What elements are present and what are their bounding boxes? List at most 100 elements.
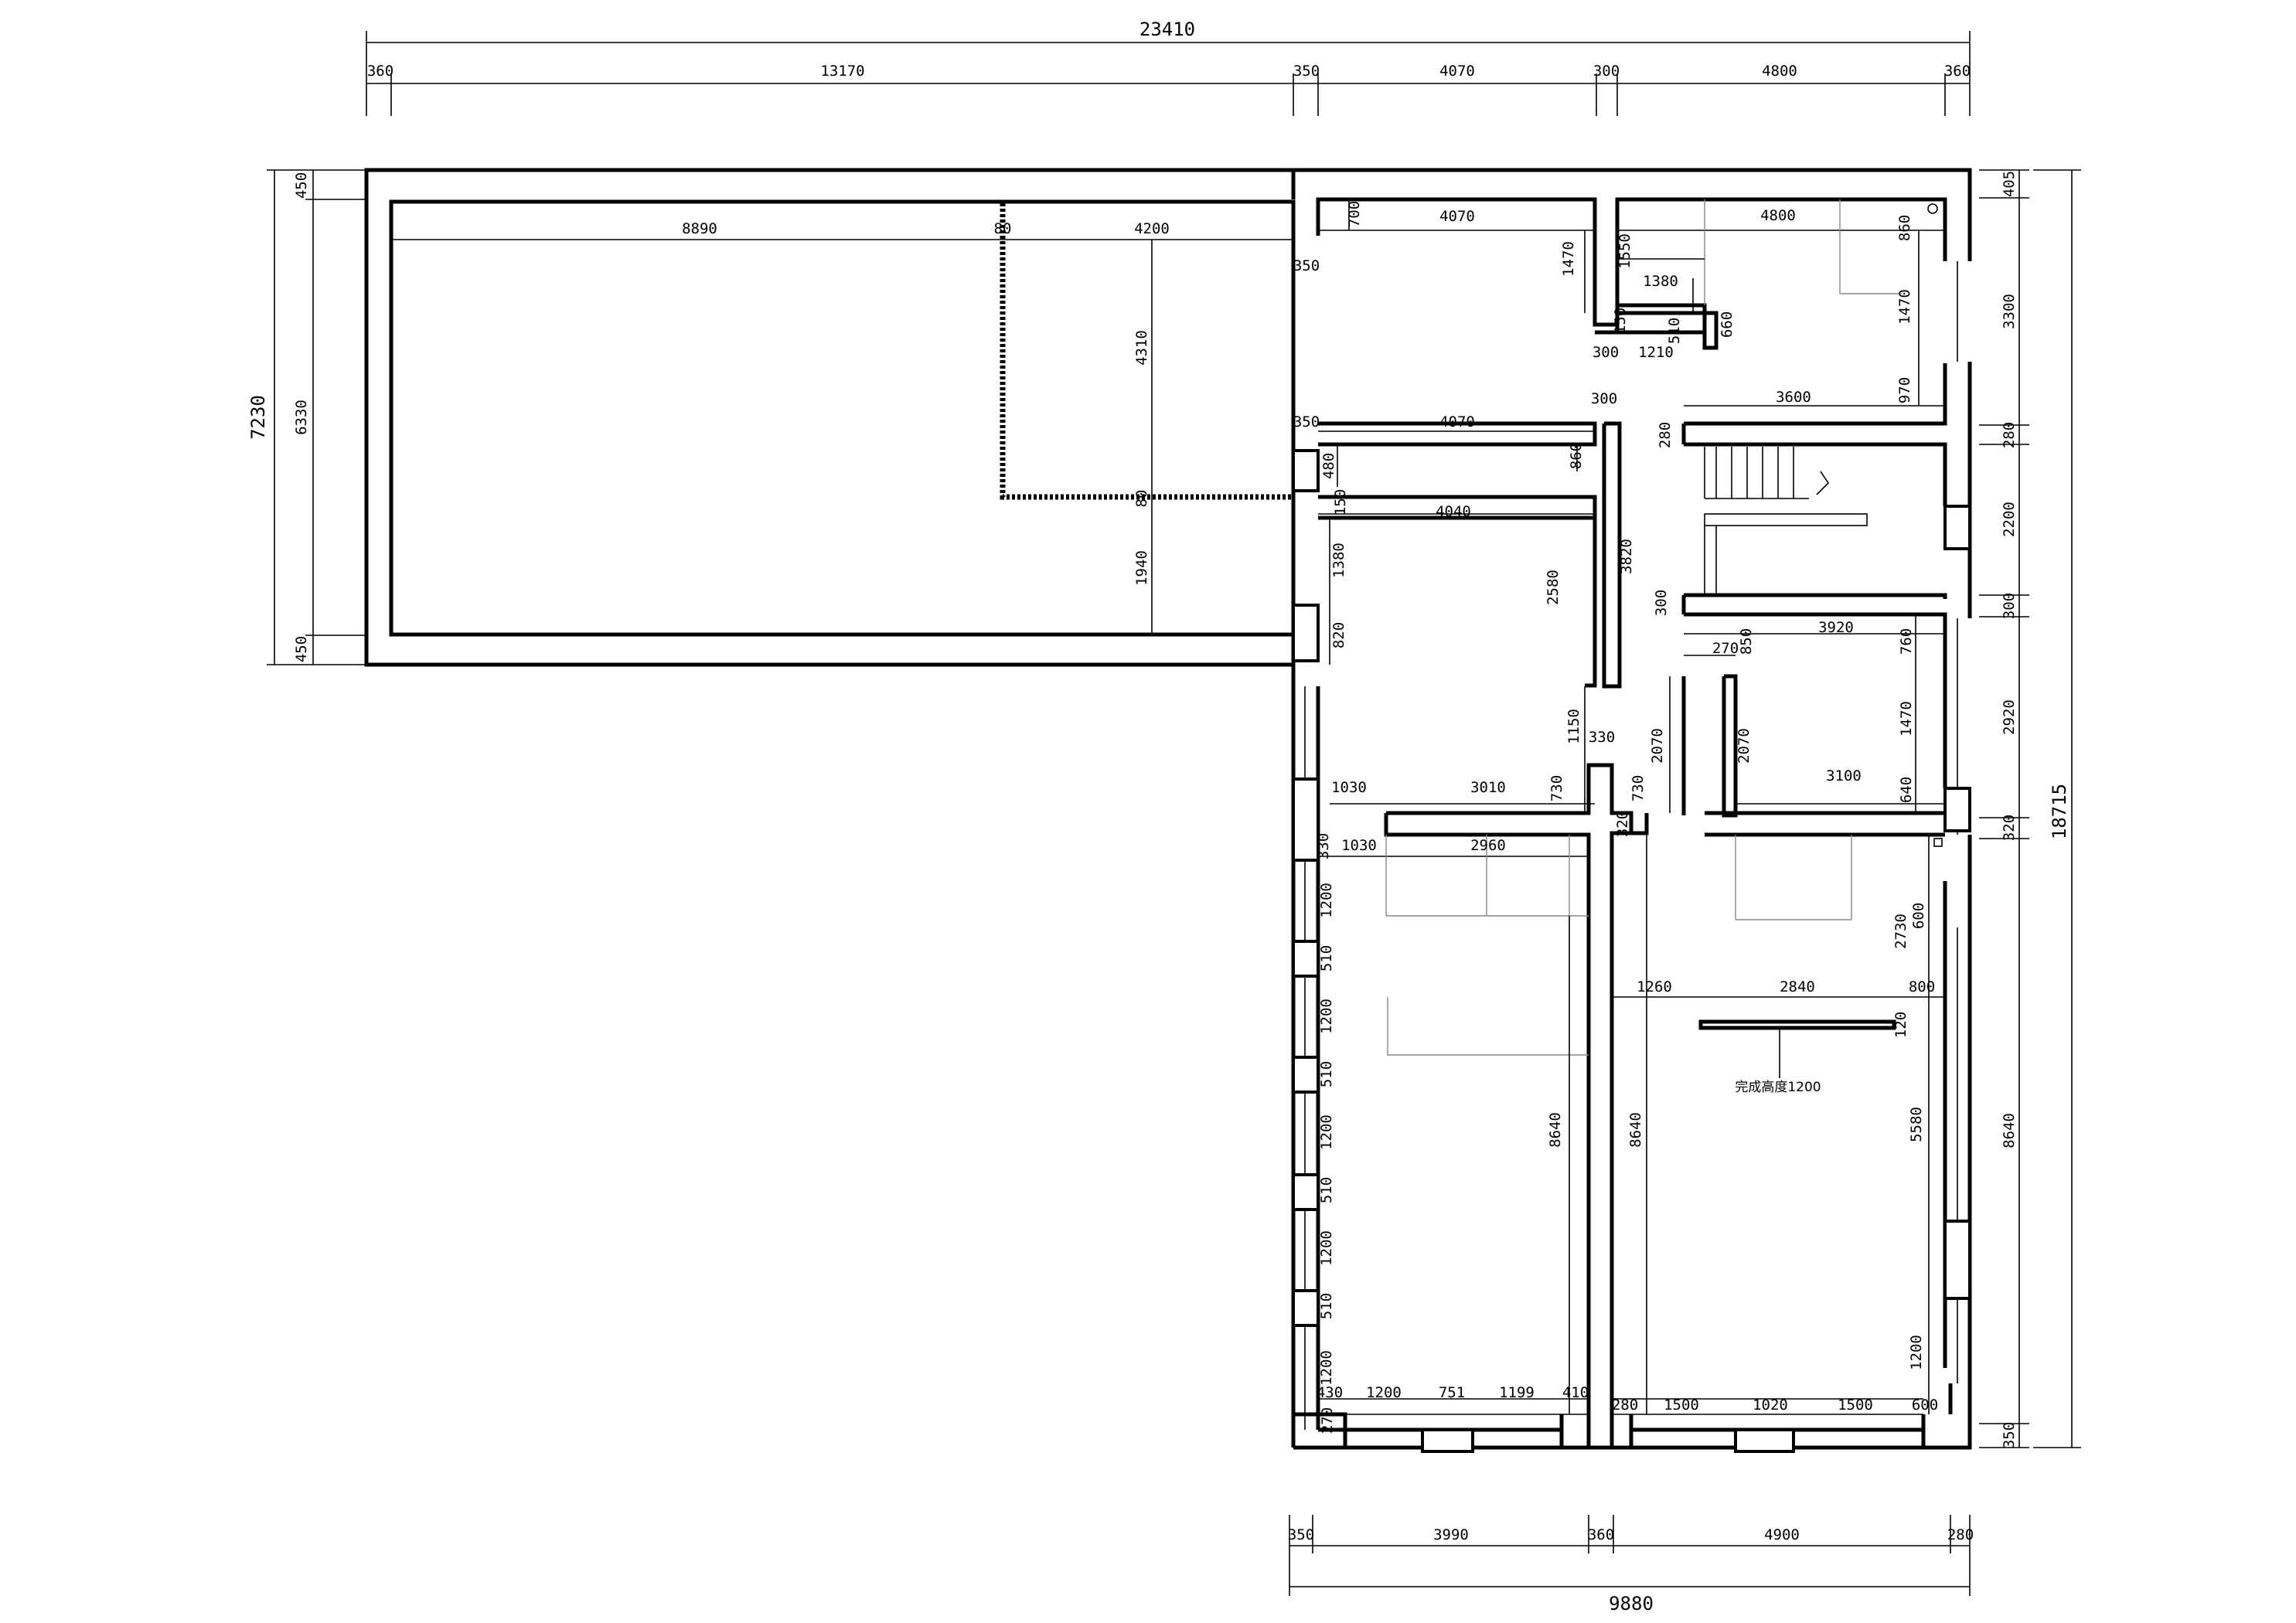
dim-top-5: 4800 bbox=[1762, 63, 1797, 80]
dim-b1500a: 1500 bbox=[1664, 1397, 1699, 1414]
dim-1470b: 1470 bbox=[1896, 289, 1913, 325]
dim-350a: 350 bbox=[1293, 257, 1320, 274]
dim-bottom-3: 4900 bbox=[1764, 1526, 1800, 1543]
dim-330b: 330 bbox=[1315, 833, 1332, 859]
dim-8640b: 8640 bbox=[1627, 1112, 1644, 1148]
right-block-interior: 完成高度1200 bbox=[1318, 199, 1945, 1415]
dim-1380a: 1380 bbox=[1643, 273, 1678, 290]
dim-300a: 300 bbox=[1593, 344, 1619, 361]
dim-right-4: 300 bbox=[2001, 593, 2018, 619]
dim-350b: 350 bbox=[1293, 413, 1320, 430]
dim-b751: 751 bbox=[1439, 1384, 1465, 1401]
dim-bottom-1: 3990 bbox=[1433, 1526, 1469, 1543]
dim-1030a: 1030 bbox=[1331, 779, 1367, 796]
dim-b410: 410 bbox=[1562, 1384, 1589, 1401]
dim-510a: 510 bbox=[1666, 318, 1683, 344]
dim-80b: 80 bbox=[1133, 490, 1150, 508]
dim-w1200a: 1200 bbox=[1318, 883, 1335, 918]
top-dimension-chain: 23410 360 13170 350 4070 300 4800 360 bbox=[366, 19, 1971, 116]
right-dimension-chain: 405 3300 280 2200 300 2920 320 8640 350 … bbox=[1979, 169, 2081, 1448]
dim-4070a: 4070 bbox=[1439, 208, 1475, 225]
dim-right-1: 3300 bbox=[2001, 294, 2018, 329]
dim-300c: 300 bbox=[1653, 590, 1670, 616]
dim-right-3: 2200 bbox=[2001, 502, 2018, 537]
dim-600: 600 bbox=[1910, 903, 1927, 929]
dim-b1200: 1200 bbox=[1366, 1384, 1402, 1401]
dim-1940: 1940 bbox=[1133, 550, 1150, 586]
dim-120: 120 bbox=[1892, 1012, 1909, 1038]
inner-dimensions: 700 4070 350 1470 4800 1550 1380 150 510… bbox=[1293, 201, 1938, 1434]
dim-4040: 4040 bbox=[1436, 503, 1471, 520]
dim-4200: 4200 bbox=[1134, 220, 1170, 237]
left-dimension-chain: 7230 450 6330 450 bbox=[247, 169, 367, 665]
dim-2840: 2840 bbox=[1780, 978, 1815, 995]
dim-top-4: 300 bbox=[1593, 63, 1620, 80]
dim-820: 820 bbox=[1330, 622, 1347, 648]
dim-right-7: 8640 bbox=[2001, 1113, 2018, 1148]
dim-3820: 3820 bbox=[1618, 539, 1635, 574]
dim-4310: 4310 bbox=[1133, 330, 1150, 366]
dim-80a: 80 bbox=[994, 220, 1012, 237]
dim-1030b: 1030 bbox=[1341, 837, 1377, 854]
dim-left-2: 450 bbox=[293, 636, 310, 662]
dim-150b: 150 bbox=[1332, 489, 1349, 515]
dim-2580: 2580 bbox=[1545, 570, 1562, 605]
dim-3600: 3600 bbox=[1776, 389, 1811, 406]
dim-top-6: 360 bbox=[1944, 63, 1971, 80]
dim-1260: 1260 bbox=[1637, 978, 1672, 995]
dim-right-5: 2920 bbox=[2001, 699, 2018, 735]
dim-w510d: 510 bbox=[1318, 1293, 1335, 1319]
dim-w1200d: 1200 bbox=[1318, 1230, 1335, 1266]
dim-8640a: 8640 bbox=[1547, 1112, 1564, 1148]
dim-w510c: 510 bbox=[1318, 1177, 1335, 1203]
dim-8890: 8890 bbox=[682, 220, 717, 237]
dim-800: 800 bbox=[1909, 978, 1935, 995]
dim-right-8: 350 bbox=[2001, 1422, 2018, 1448]
dim-5580: 5580 bbox=[1908, 1107, 1925, 1142]
dim-860a: 860 bbox=[1896, 215, 1913, 241]
dim-b1199: 1199 bbox=[1499, 1384, 1535, 1401]
dim-b430: 430 bbox=[1317, 1384, 1343, 1401]
dim-w510a: 510 bbox=[1318, 945, 1335, 971]
dim-top-3: 4070 bbox=[1439, 63, 1475, 80]
dim-top-1: 13170 bbox=[820, 63, 864, 80]
dim-330: 330 bbox=[1589, 729, 1615, 746]
dim-1210: 1210 bbox=[1638, 344, 1674, 361]
dim-1550: 1550 bbox=[1616, 233, 1633, 269]
dim-270: 270 bbox=[1712, 640, 1739, 657]
dim-bottom-2: 360 bbox=[1588, 1526, 1614, 1543]
dim-860b: 860 bbox=[1568, 443, 1585, 469]
dim-top-0: 360 bbox=[367, 63, 393, 80]
dim-top-total: 23410 bbox=[1139, 19, 1195, 40]
dim-right-6: 320 bbox=[2001, 815, 2018, 841]
dim-w1200c: 1200 bbox=[1318, 1114, 1335, 1150]
dim-left-total: 7230 bbox=[247, 395, 269, 440]
dim-bottom-4: 280 bbox=[1947, 1526, 1974, 1543]
dim-700: 700 bbox=[1346, 201, 1363, 227]
dim-left-0: 450 bbox=[293, 172, 310, 199]
dim-w510b: 510 bbox=[1318, 1061, 1335, 1087]
dim-b280: 280 bbox=[1612, 1397, 1638, 1414]
dim-right-total: 18715 bbox=[2049, 784, 2070, 839]
left-wing-interior: 8890 80 4200 4310 80 1940 bbox=[391, 203, 1293, 635]
walls bbox=[364, 168, 1972, 1450]
dim-660: 660 bbox=[1719, 311, 1736, 338]
dim-2070a: 2070 bbox=[1649, 728, 1666, 764]
dim-280: 280 bbox=[1657, 422, 1674, 448]
dim-2070b: 2070 bbox=[1736, 728, 1753, 764]
dim-1200f: 1200 bbox=[1908, 1335, 1925, 1370]
dim-2960: 2960 bbox=[1470, 837, 1506, 854]
dim-1470c: 1470 bbox=[1898, 701, 1915, 737]
dim-bottom-total: 9880 bbox=[1609, 1593, 1654, 1614]
dim-top-2: 350 bbox=[1293, 63, 1320, 80]
dim-1150: 1150 bbox=[1565, 709, 1582, 744]
pillars bbox=[1292, 449, 1971, 1453]
dim-bottom-0: 350 bbox=[1288, 1526, 1314, 1543]
bottom-dimension-chain: 350 3990 360 4900 280 9880 bbox=[1288, 1515, 1974, 1614]
dim-3920: 3920 bbox=[1818, 619, 1854, 636]
dim-2730: 2730 bbox=[1892, 914, 1909, 949]
dim-480: 480 bbox=[1320, 453, 1337, 479]
dim-1380b: 1380 bbox=[1330, 543, 1347, 578]
dim-320: 320 bbox=[1614, 811, 1631, 837]
